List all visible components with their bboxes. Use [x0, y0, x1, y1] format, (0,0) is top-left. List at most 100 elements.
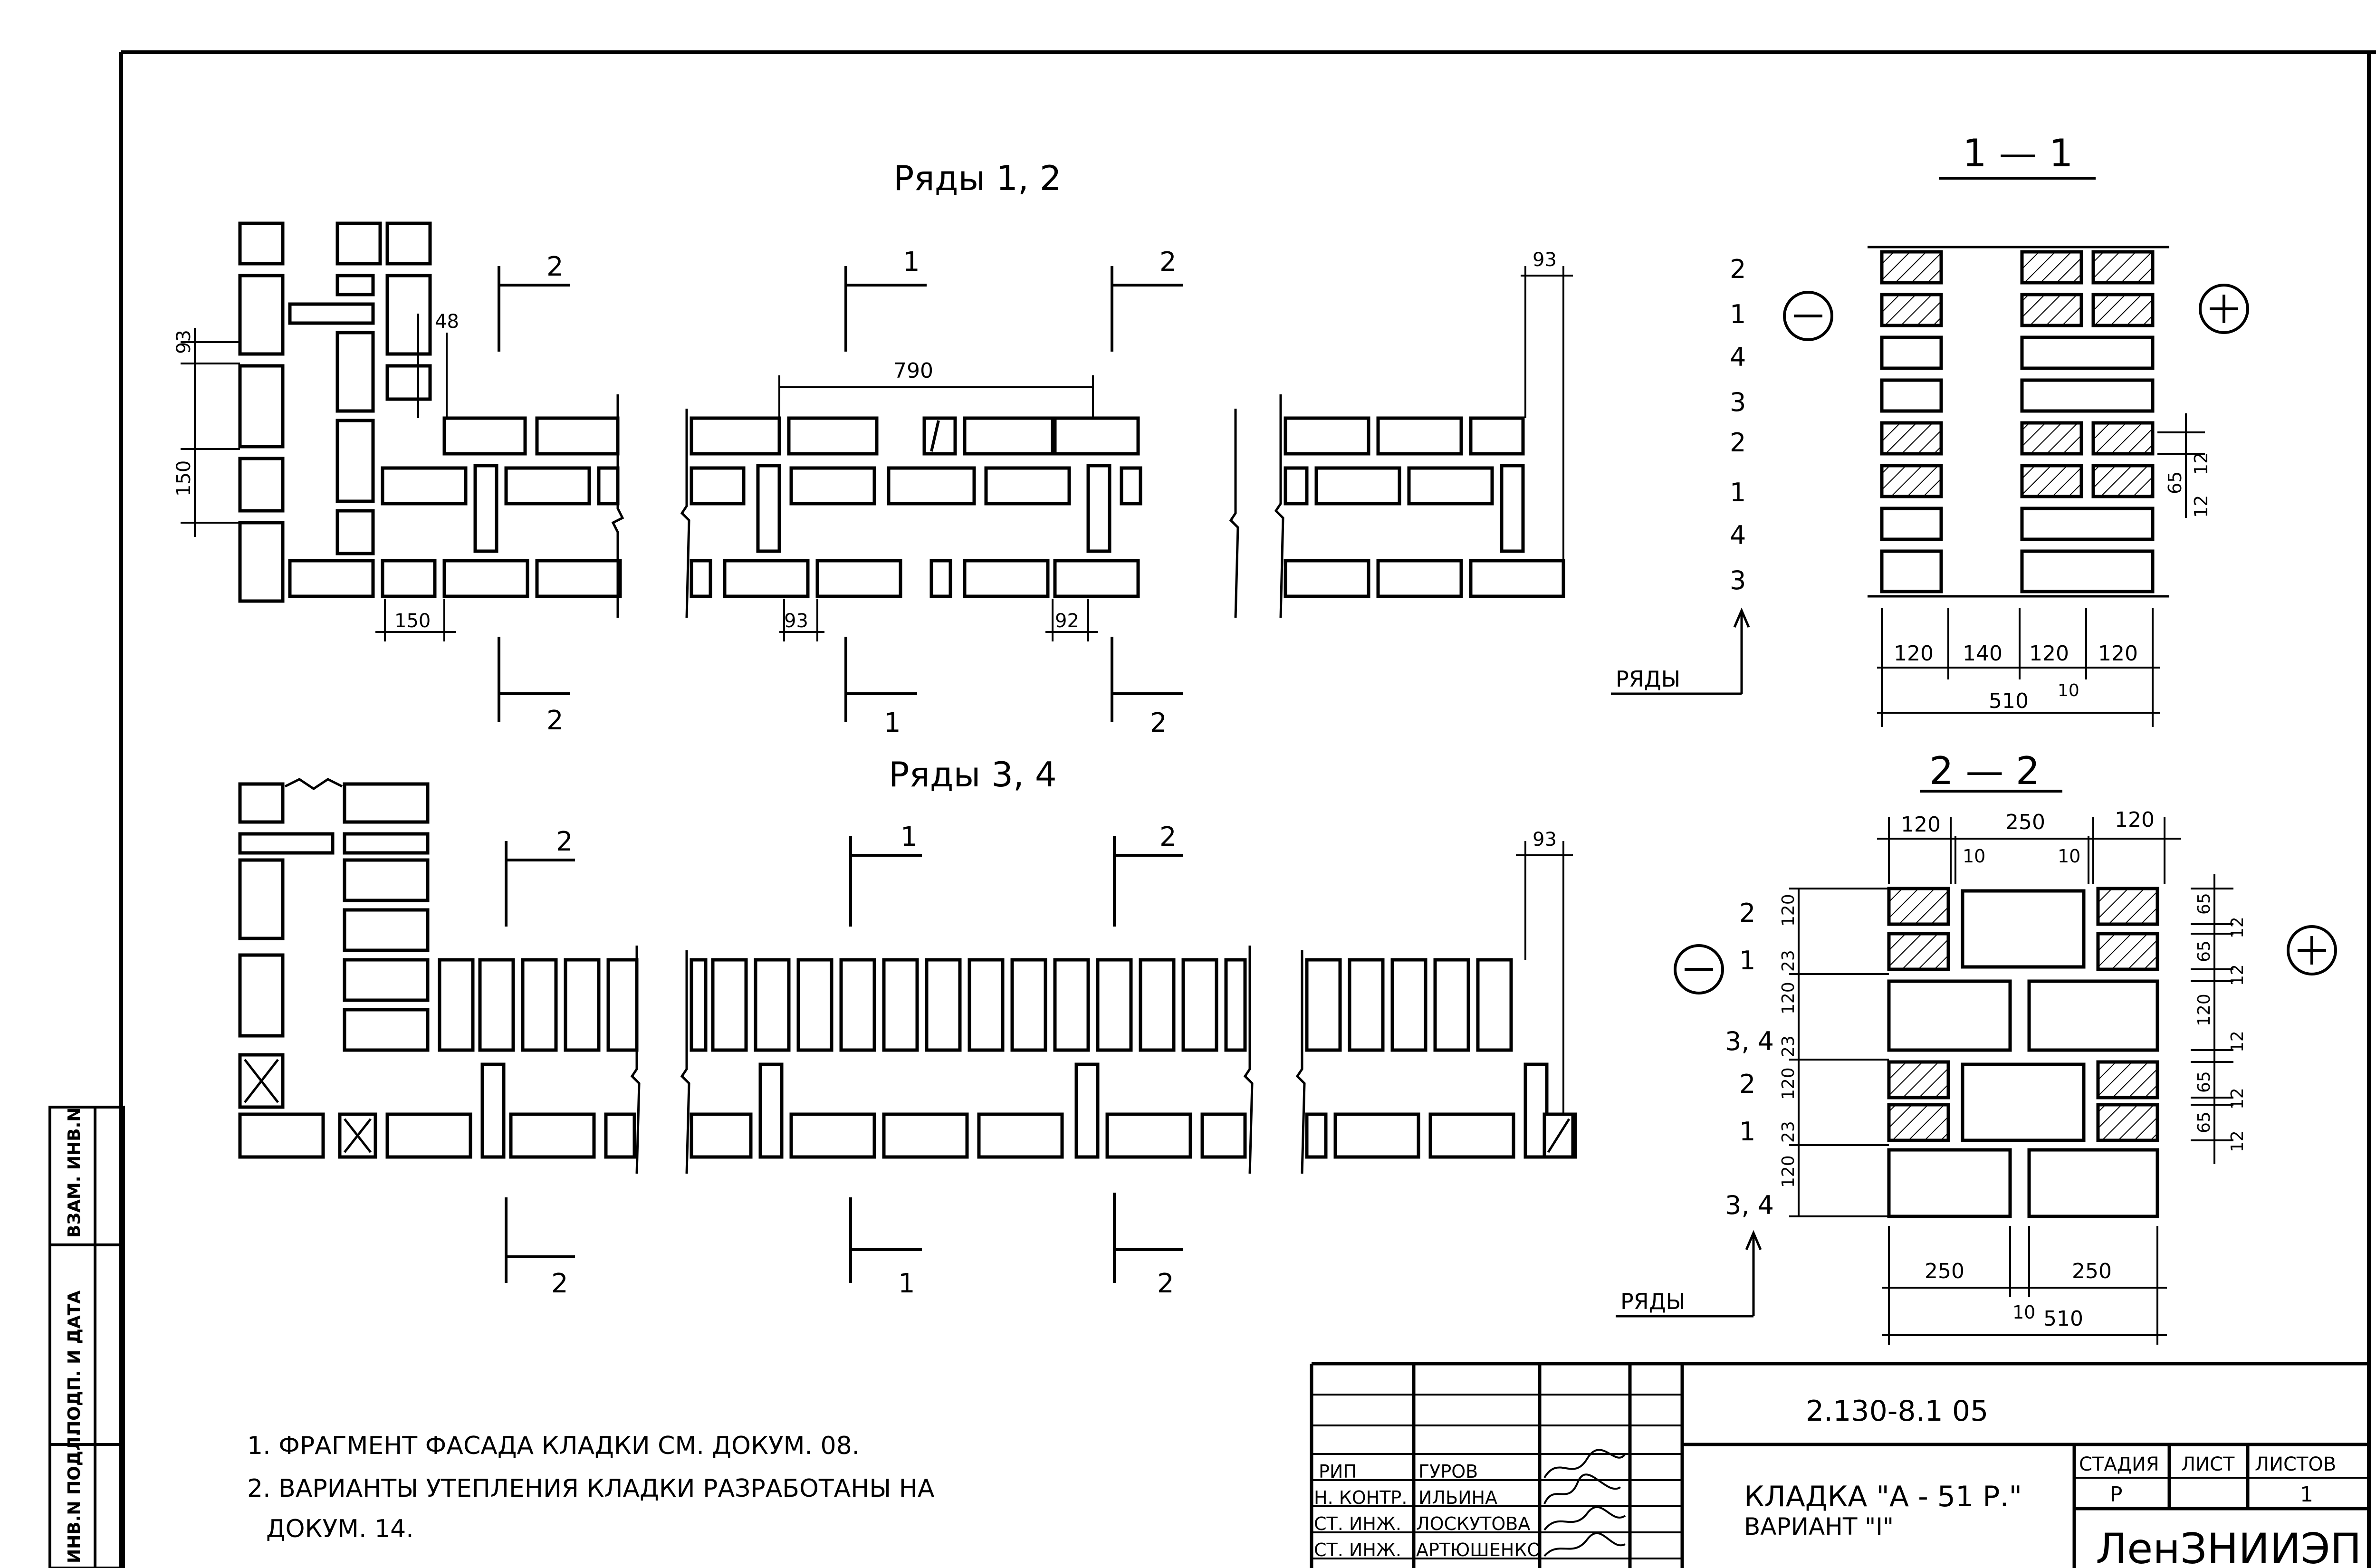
svg-text:4: 4 — [1730, 520, 1746, 550]
svg-text:12: 12 — [2191, 495, 2212, 518]
plan-bottom-title: Ряды 3, 4 — [889, 755, 1057, 794]
svg-text:65: 65 — [2194, 893, 2214, 915]
svg-text:120: 120 — [1779, 982, 1798, 1014]
notes: 1. ФРАГМЕНТ ФАСАДА КЛАДКИ СМ. ДОКУМ. 08.… — [247, 1432, 935, 1543]
svg-text:120: 120 — [1779, 1155, 1798, 1188]
svg-text:120: 120 — [2029, 641, 2069, 666]
svg-text:23: 23 — [1779, 950, 1798, 972]
svg-text:2: 2 — [1739, 1069, 1755, 1099]
svg-text:РИП: РИП — [1319, 1461, 1357, 1482]
section-1-title: 1 — 1 — [1963, 131, 2073, 175]
plan-bottom-dimensions — [1516, 841, 1573, 1114]
svg-text:ЛОСКУТОВА: ЛОСКУТОВА — [1416, 1513, 1530, 1534]
drawing-title-line1: КЛАДКА "А - 51 Р." — [1744, 1480, 2022, 1513]
svg-text:120: 120 — [1779, 1067, 1798, 1100]
section-2-top-dims — [1877, 817, 2181, 884]
svg-text:1: 1 — [1730, 299, 1746, 329]
svg-text:10: 10 — [2058, 681, 2079, 700]
mark-1-top-e: 1 — [884, 708, 901, 738]
svg-text:12: 12 — [2191, 452, 2212, 475]
svg-text:СТ. ИНЖ.: СТ. ИНЖ. — [1314, 1513, 1401, 1534]
note-1: 1. ФРАГМЕНТ ФАСАДА КЛАДКИ СМ. ДОКУМ. 08. — [247, 1432, 860, 1460]
svg-text:120: 120 — [2115, 808, 2155, 832]
svg-text:250: 250 — [2005, 810, 2045, 834]
plan-bottom-section-marks — [505, 836, 1183, 1283]
mark-2-top-a: 2 — [546, 251, 564, 282]
dim-93-bottom: 93 — [784, 610, 808, 632]
mark-1-bottom-b: 1 — [901, 822, 918, 852]
mark-2-bottom-a: 2 — [556, 826, 573, 857]
svg-text:120: 120 — [2098, 641, 2138, 666]
svg-text:3, 4: 3, 4 — [1725, 1190, 1774, 1220]
svg-text:120: 120 — [1901, 813, 1941, 837]
svg-text:12: 12 — [2228, 964, 2247, 986]
mark-1-bottom-e: 1 — [898, 1268, 915, 1299]
section-2-bottom-dims — [1882, 1226, 2167, 1345]
svg-text:ИЛЬИНА: ИЛЬИНА — [1418, 1487, 1497, 1508]
section-2-title: 2 — 2 — [1929, 749, 2040, 793]
dim-150-bottom: 150 — [394, 610, 431, 632]
mark-2-bottom-d: 2 — [551, 1268, 568, 1299]
dim-93-right: 93 — [1533, 249, 1557, 271]
svg-text:120: 120 — [2194, 994, 2214, 1026]
svg-text:2: 2 — [1730, 254, 1746, 284]
section-2-left-dim-labels: 120 23 120 23 120 23 120 — [1779, 894, 1798, 1188]
dim-150-left: 150 — [173, 460, 195, 497]
title-block-roles: РИП Н. КОНТР. СТ. ИНЖ. СТ. ИНЖ. — [1314, 1461, 1407, 1560]
section-2-top-dim-labels: 120 250 120 10 10 — [1901, 808, 2155, 867]
svg-text:23: 23 — [1779, 1121, 1798, 1143]
sheet-header: ЛИСТ — [2181, 1453, 2235, 1475]
dim-93-right-bottom: 93 — [1533, 829, 1557, 851]
plan-top-section-marks — [498, 266, 1183, 722]
section-1-row-numbers: 2 1 4 3 2 1 4 3 — [1730, 254, 1746, 595]
minus-sign-icon-2 — [1674, 944, 1724, 994]
section-2-row-labels: 2 1 3, 4 2 1 3, 4 — [1725, 898, 1774, 1220]
svg-text:65: 65 — [2194, 1111, 2214, 1133]
svg-text:10: 10 — [1963, 846, 1985, 867]
plan-bottom-break-lines — [284, 778, 1306, 1174]
svg-text:120: 120 — [1779, 894, 1798, 927]
side-stamp: ИНВ.N ПОДЛ. ПОДП. И ДАТА ВЗАМ. ИНВ.N — [48, 1106, 125, 1568]
section-2-bricks — [1887, 887, 2159, 1218]
dim-48: 48 — [435, 311, 459, 333]
svg-text:ИНВ.N ПОДЛ.: ИНВ.N ПОДЛ. — [65, 1430, 84, 1563]
svg-text:ВЗАМ. ИНВ.N: ВЗАМ. ИНВ.N — [65, 1108, 84, 1238]
plan-top-bricks — [238, 221, 1565, 603]
svg-text:3: 3 — [1730, 565, 1746, 595]
section-1-dim-labels: 120 140 120 120 510 10 12 65 12 — [1894, 452, 2212, 713]
svg-text:65: 65 — [2165, 471, 2185, 494]
dim-92-bottom: 92 — [1055, 610, 1079, 632]
organization-name: ЛенЗНИИЭП — [2096, 1524, 2362, 1568]
svg-text:СТ. ИНЖ.: СТ. ИНЖ. — [1314, 1539, 1401, 1560]
title-block-names: ГУРОВ ИЛЬИНА ЛОСКУТОВА АРТЮШЕНКО — [1416, 1461, 1541, 1560]
doc-code: 2.130-8.1 05 — [1806, 1395, 1988, 1428]
drawing-title-line2: ВАРИАНТ "I" — [1744, 1513, 1894, 1540]
plus-sign-icon — [2199, 284, 2249, 334]
plan-top-title: Ряды 1, 2 — [893, 158, 1062, 198]
svg-text:1: 1 — [1739, 1117, 1755, 1147]
section-2-left-dims — [1789, 888, 1889, 1217]
svg-text:140: 140 — [1963, 641, 2002, 666]
signatures — [1543, 1449, 1626, 1557]
svg-text:ГУРОВ: ГУРОВ — [1418, 1461, 1478, 1482]
section-2-bottom-dim-labels: 250 250 10 510 — [1925, 1259, 2112, 1331]
sheets-header: ЛИСТОВ — [2255, 1453, 2336, 1475]
svg-text:ПОДП. И ДАТА: ПОДП. И ДАТА — [65, 1291, 84, 1435]
section-1-rows-arrow — [1611, 607, 1750, 695]
svg-text:23: 23 — [1779, 1035, 1798, 1057]
svg-text:АРТЮШЕНКО: АРТЮШЕНКО — [1416, 1539, 1541, 1560]
plan-bottom-bricks — [238, 782, 1577, 1159]
section-1-dimensions — [1877, 413, 2205, 727]
sheets-value: 1 — [2300, 1482, 2313, 1507]
svg-text:12: 12 — [2228, 1088, 2247, 1109]
mark-2-bottom-c: 2 — [1159, 822, 1177, 852]
mark-1-top-b: 1 — [903, 247, 920, 277]
mark-2-top-c: 2 — [1159, 247, 1177, 277]
mark-2-top-d: 2 — [546, 705, 564, 736]
svg-text:3: 3 — [1730, 387, 1746, 417]
svg-text:10: 10 — [2058, 846, 2080, 867]
svg-text:1: 1 — [1730, 478, 1746, 507]
minus-sign-icon — [1783, 291, 1833, 341]
plan-top-break-lines — [611, 394, 1284, 618]
